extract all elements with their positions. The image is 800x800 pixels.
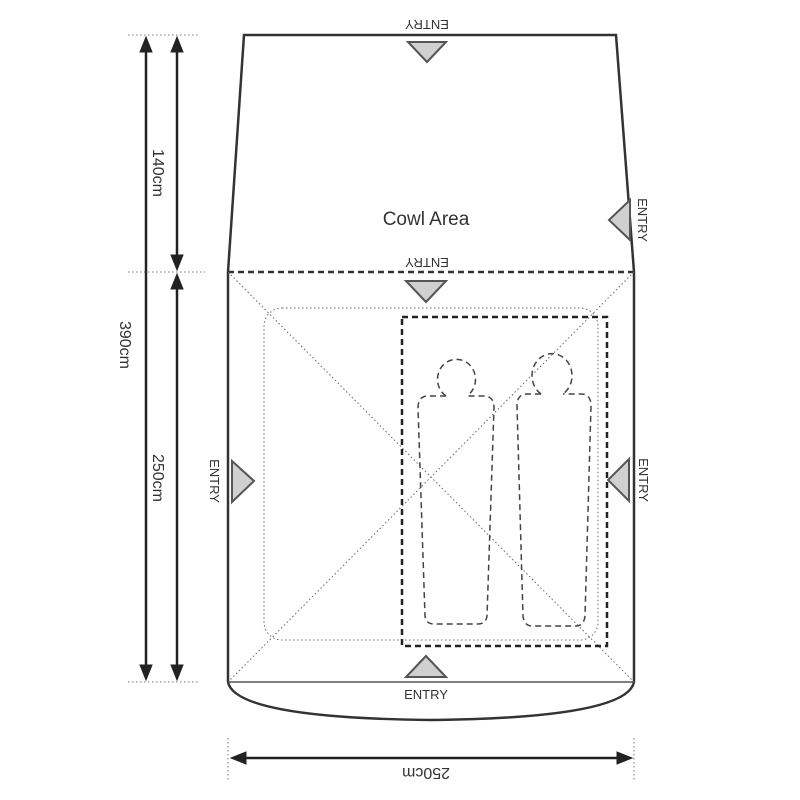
entry-label-top: ENTRY [405,17,449,32]
entry-triangle-cowl-right [607,197,631,243]
sleeper-figure-1 [417,358,495,625]
sleeper-figure-2 [516,352,592,627]
entry-label-bottom: ENTRY [404,687,448,702]
dimension-arrow-cowl-depth [170,35,184,272]
dimension-arrow-total-height [139,35,153,682]
entry-triangle-right [606,456,630,504]
entry-label-left: ENTRY [207,459,222,503]
entry-label-right: ENTRY [636,458,651,502]
groundsheet-outline [263,307,599,641]
diagonal-line-2 [227,271,635,683]
entry-triangle-top [405,41,449,64]
entry-triangle-bottom [403,654,449,678]
entry-triangle-left [231,458,256,505]
cowl-outline [226,33,636,273]
dimension-label-inner-depth: 250cm [149,454,166,502]
entry-triangle-divider [403,280,449,304]
dimension-label-total-height: 390cm [116,321,133,369]
cowl-area-label: Cowl Area [383,209,470,230]
dimension-guides [128,34,635,780]
entry-label-cowl-right: ENTRY [635,198,650,242]
rear-bulge-outline [226,681,636,722]
dimension-arrow-width [229,751,634,765]
dimension-arrow-inner-depth [170,272,184,682]
dimension-label-width: 250cm [402,764,450,781]
dimension-label-cowl-depth: 140cm [149,149,166,197]
entry-label-divider: ENTRY [405,255,449,270]
bedroom-compartment [400,315,609,648]
